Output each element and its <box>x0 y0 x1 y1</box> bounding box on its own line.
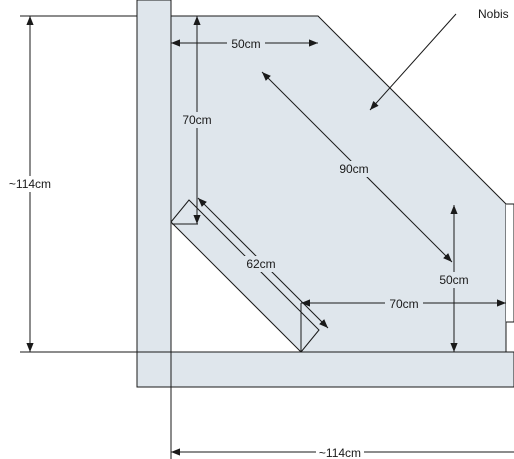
desk-surface <box>170 15 507 353</box>
callout-leader <box>369 13 457 111</box>
label-callout: Nobis <box>478 7 509 21</box>
label-left-height: ~114cm <box>9 177 51 191</box>
label-left-depth: 70cm <box>182 113 211 127</box>
label-bottom-width: ~114cm <box>319 446 361 459</box>
desk-right-bracket <box>506 203 514 323</box>
label-short-diagonal: 62cm <box>246 257 275 271</box>
label-long-diagonal: 90cm <box>339 162 368 176</box>
label-bottom-run: 70cm <box>389 297 418 311</box>
left-wall <box>136 0 172 353</box>
dimension-labels: ~114cm ~114cm 50cm 70cm 90cm 62cm 50cm 7… <box>4 7 509 459</box>
label-top-width: 50cm <box>231 37 260 51</box>
desk <box>170 15 514 353</box>
label-right-depth: 50cm <box>439 273 468 287</box>
bottom-wall <box>136 351 514 388</box>
